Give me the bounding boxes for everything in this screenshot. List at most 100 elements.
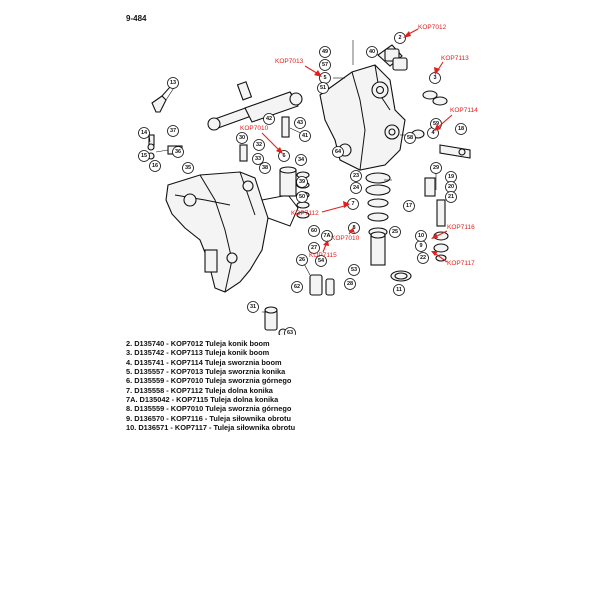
callout-23: 23 <box>350 170 362 182</box>
kop-7113-label: KOP7113 <box>434 55 469 75</box>
legend-item: 8. D135559 - KOP7010 Tuleja sworznia gór… <box>126 404 292 414</box>
callout-19: 19 <box>445 171 457 183</box>
svg-text:51: 51 <box>320 85 326 91</box>
svg-text:43: 43 <box>297 120 303 126</box>
callout-14: 14 <box>138 127 150 139</box>
svg-text:7A: 7A <box>323 233 330 239</box>
callout-26: 26 <box>296 254 308 266</box>
callout-62: 62 <box>291 281 303 293</box>
page-number: 9-484 <box>126 14 147 23</box>
callout-11: 11 <box>393 284 405 296</box>
svg-text:19: 19 <box>448 174 454 180</box>
svg-text:KOP7114: KOP7114 <box>450 107 478 114</box>
left-small-parts <box>147 86 290 162</box>
svg-text:26: 26 <box>299 257 305 263</box>
svg-text:13: 13 <box>170 80 176 86</box>
exploded-parts-diagram: 2 3 4 5 6 7 7A 8 9 10 11 13 14 15 16 17 … <box>138 24 478 335</box>
svg-text:23: 23 <box>353 173 359 179</box>
svg-text:33: 33 <box>255 156 261 162</box>
callout-33: 33 <box>252 153 264 165</box>
callout-18: 18 <box>455 123 467 135</box>
callouts: 2 3 4 5 6 7 7A 8 9 10 11 13 14 15 16 17 … <box>138 32 467 335</box>
svg-text:57: 57 <box>322 62 328 68</box>
callout-13: 13 <box>167 77 179 89</box>
svg-text:KOP7010: KOP7010 <box>240 125 269 132</box>
svg-text:54: 54 <box>318 258 325 264</box>
callout-63: 63 <box>284 327 296 335</box>
svg-text:14: 14 <box>141 130 148 136</box>
legend-item: 10. D136571 - KOP7117 - Tuleja siłownika… <box>126 423 296 433</box>
legend-item: 5. D135557 - KOP7013 Tuleja sworznia kon… <box>126 367 286 377</box>
svg-text:32: 32 <box>256 142 262 148</box>
svg-text:49: 49 <box>322 49 328 55</box>
bushing-stack <box>365 172 412 282</box>
callout-38: 38 <box>259 162 271 174</box>
legend-item: 3. D135742 - KOP7113 Tuleja konik boom <box>126 348 270 358</box>
callout-58: 58 <box>404 132 416 144</box>
callout-20: 20 <box>445 181 457 193</box>
svg-text:KOP7010: KOP7010 <box>331 235 360 242</box>
right-parts <box>384 48 471 262</box>
svg-text:25: 25 <box>392 229 398 235</box>
callout-37: 37 <box>167 125 179 137</box>
svg-text:38: 38 <box>262 165 268 171</box>
svg-text:9: 9 <box>419 243 422 249</box>
kop-7112-label: KOP7112 <box>291 201 350 217</box>
svg-text:22: 22 <box>420 255 426 261</box>
svg-text:16: 16 <box>152 163 158 169</box>
callout-29: 29 <box>430 162 442 174</box>
svg-text:KOP7112: KOP7112 <box>291 210 319 217</box>
callout-21: 21 <box>445 191 457 203</box>
svg-text:39: 39 <box>299 179 305 185</box>
callout-64: 64 <box>332 146 344 158</box>
callout-43: 43 <box>294 117 306 129</box>
callout-34: 34 <box>295 154 307 166</box>
legend-item: 2. D135740 - KOP7012 Tuleja konik boom <box>126 339 270 348</box>
kop-7116-label: KOP7116 <box>431 224 475 239</box>
kop-7013-label: KOP7013 <box>275 58 322 77</box>
svg-text:36: 36 <box>175 149 181 155</box>
svg-text:60: 60 <box>311 228 317 234</box>
svg-text:30: 30 <box>239 135 245 141</box>
callout-39: 39 <box>296 176 308 188</box>
svg-text:64: 64 <box>335 149 342 155</box>
kop-7010-lower-label: KOP7010 <box>331 228 360 242</box>
svg-text:37: 37 <box>170 128 176 134</box>
svg-text:24: 24 <box>353 185 360 191</box>
callout-53: 53 <box>348 264 360 276</box>
svg-text:41: 41 <box>302 133 308 139</box>
svg-text:KOP7115: KOP7115 <box>309 252 337 259</box>
callout-60: 60 <box>308 225 320 237</box>
svg-text:11: 11 <box>396 287 402 293</box>
callout-36: 36 <box>172 146 184 158</box>
callout-35: 35 <box>182 162 194 174</box>
svg-text:KOP7013: KOP7013 <box>275 58 304 65</box>
svg-text:KOP7012: KOP7012 <box>418 24 447 31</box>
svg-text:31: 31 <box>250 304 256 310</box>
parts-legend: 2. D135740 - KOP7012 Tuleja konik boom 3… <box>126 339 295 432</box>
callout-17: 17 <box>403 200 415 212</box>
callout-2: 2 <box>394 32 406 44</box>
svg-text:53: 53 <box>351 267 357 273</box>
kop-7114-label: KOP7114 <box>434 107 478 131</box>
callout-30: 30 <box>236 132 248 144</box>
callout-57: 57 <box>319 59 331 71</box>
callout-16: 16 <box>149 160 161 172</box>
svg-text:KOP7116: KOP7116 <box>447 224 475 231</box>
svg-text:KOP7113: KOP7113 <box>441 55 469 62</box>
kop-7117-label: KOP7117 <box>431 251 475 267</box>
svg-text:7: 7 <box>351 201 354 207</box>
kop-7012-label: KOP7012 <box>403 24 447 38</box>
svg-text:4: 4 <box>431 130 435 136</box>
legend-item: 7A. D135042 - KOP7115 Tuleja dolna konik… <box>126 395 279 405</box>
legend-item: 9. D136570 - KOP7116 - Tuleja siłownika … <box>126 413 291 423</box>
svg-text:KOP7117: KOP7117 <box>447 260 475 267</box>
callout-15: 15 <box>138 150 150 162</box>
svg-text:27: 27 <box>311 245 317 251</box>
svg-text:40: 40 <box>369 49 375 55</box>
callout-51: 51 <box>317 82 329 94</box>
callout-42: 42 <box>263 113 275 125</box>
svg-text:2: 2 <box>398 35 401 41</box>
svg-text:59: 59 <box>433 121 439 127</box>
hydraulic-cylinder <box>207 81 303 131</box>
